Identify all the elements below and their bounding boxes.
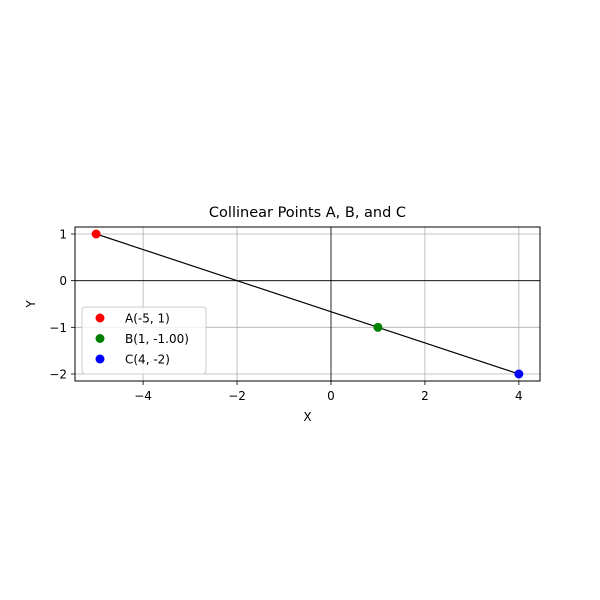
legend-box [81,306,207,375]
zero-axis-lines [75,227,540,381]
x-axis-ticks: −4 −2 0 2 4 [134,381,523,403]
y-tick-label: −2 [49,368,67,382]
legend: A(-5, 1) B(1, -1.00) C(4, -2) [81,306,207,375]
legend-label: C(4, -2) [125,353,170,367]
line-through-points [95,233,520,375]
point-a [91,229,101,239]
y-tick-label: 1 [59,228,67,242]
point-b [373,322,383,332]
point-c [514,369,524,379]
legend-marker [95,354,105,364]
legend-entries: A(-5, 1) B(1, -1.00) C(4, -2) [95,312,189,367]
chart-title: Collinear Points A, B, and C [209,205,406,221]
x-tick-label: −2 [228,389,246,403]
x-tick-label: 4 [515,389,523,403]
legend-label: A(-5, 1) [125,312,170,326]
y-axis-ticks: 1 0 −1 −2 [49,228,75,382]
y-tick-label: −1 [49,321,67,335]
legend-label: B(1, -1.00) [125,332,189,346]
legend-marker [95,334,105,343]
plot-frame [74,226,541,382]
legend-marker [95,313,105,323]
y-axis-label: Y [24,300,38,309]
y-tick-label: 0 [59,274,67,288]
x-tick-label: 2 [421,389,429,403]
collinear-line [95,233,520,375]
data-points [91,229,524,379]
x-axis-label: X [303,410,311,424]
x-tick-label: 0 [327,389,335,403]
x-tick-label: −4 [134,389,152,403]
